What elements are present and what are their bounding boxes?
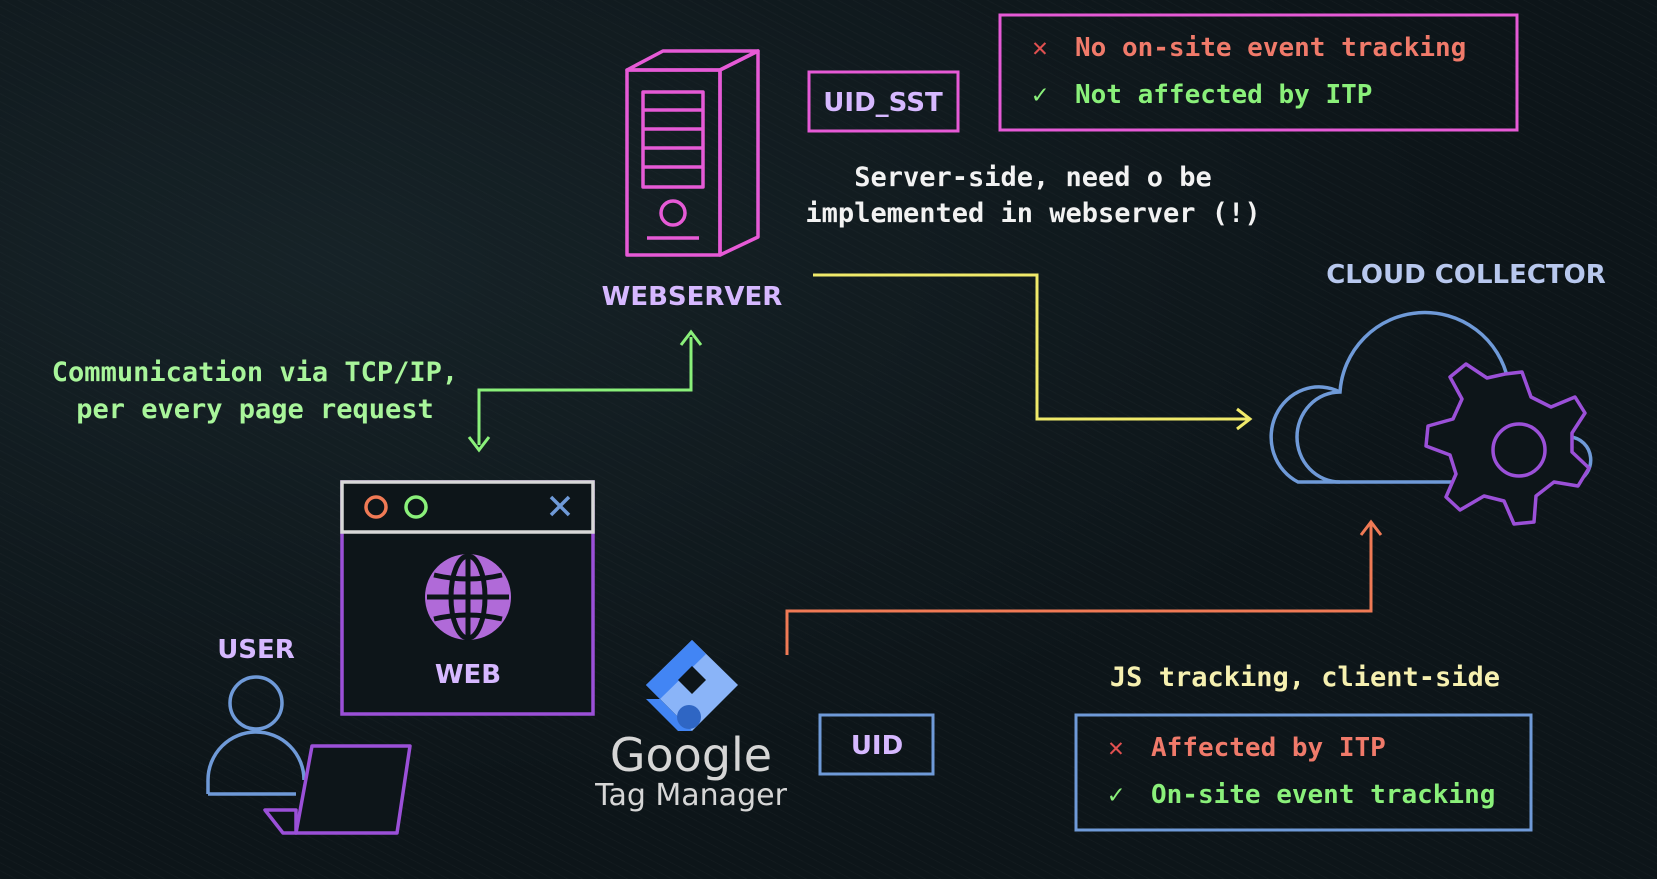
gear-icon (1424, 362, 1591, 526)
browser-title-bar (340, 480, 595, 534)
gtm-logo-word: Google (610, 728, 772, 782)
user-label: USER (217, 635, 295, 665)
gtm-feature-mark-1: ✕ (1108, 733, 1124, 763)
webserver-feature-mark-2: ✓ (1032, 80, 1048, 110)
user-laptop-icon (206, 675, 412, 835)
connector-webserver-cloud (813, 273, 1253, 431)
uid-sst-tag-box (807, 70, 960, 133)
cloud-icon (1295, 310, 1593, 484)
window-control-green-icon (404, 495, 428, 519)
cloud-gear-icon (1269, 310, 1593, 526)
server-tower-icon (625, 49, 760, 257)
arrowhead-to-web (467, 436, 491, 453)
globe-icon (425, 553, 511, 641)
arrowhead-to-cloud-yellow (1236, 407, 1253, 431)
webserver-feature-text-1: No on-site event tracking (1075, 33, 1466, 63)
webserver-note-line-1: Server-side, need o be (854, 162, 1212, 193)
gtm-logo-product: Tag Manager (594, 778, 787, 813)
webserver-label: WEBSERVER (602, 282, 783, 312)
window-close-icon (549, 495, 571, 517)
uid-tag: UID (851, 731, 903, 761)
webserver-feature-text-2: Not affected by ITP (1075, 80, 1372, 110)
webserver-note-line-2: implemented in webserver (!) (805, 198, 1260, 229)
user-head-icon (228, 675, 284, 731)
connector-gtm-cloud (785, 519, 1383, 655)
cloud-collector-label: CLOUD COLLECTOR (1326, 260, 1606, 290)
web-label: WEB (435, 660, 501, 690)
uid-sst-tag: UID_SST (823, 88, 943, 118)
communication-label-line-2: per every page request (76, 394, 434, 425)
gtm-features-box (1074, 713, 1533, 832)
gtm-feature-text-2: On-site event tracking (1151, 780, 1495, 810)
arrowhead-to-webserver (679, 329, 703, 346)
browser-window (340, 480, 595, 716)
gtm-diamond-icon (646, 640, 738, 731)
connector-web-webserver (467, 329, 703, 453)
webserver-feature-mark-1: ✕ (1032, 33, 1048, 63)
arrowhead-to-cloud-orange (1359, 519, 1383, 536)
gtm-note: JS tracking, client-side (1110, 662, 1500, 693)
user-body-icon (206, 730, 306, 794)
uid-tag-box (818, 713, 935, 776)
gtm-feature-text-1: Affected by ITP (1151, 733, 1386, 763)
gtm-feature-mark-2: ✓ (1108, 780, 1124, 810)
webserver-features-box (998, 13, 1519, 132)
communication-label-line-1: Communication via TCP/IP, (52, 357, 458, 388)
laptop-icon (294, 744, 412, 835)
window-control-orange-icon (364, 495, 388, 519)
